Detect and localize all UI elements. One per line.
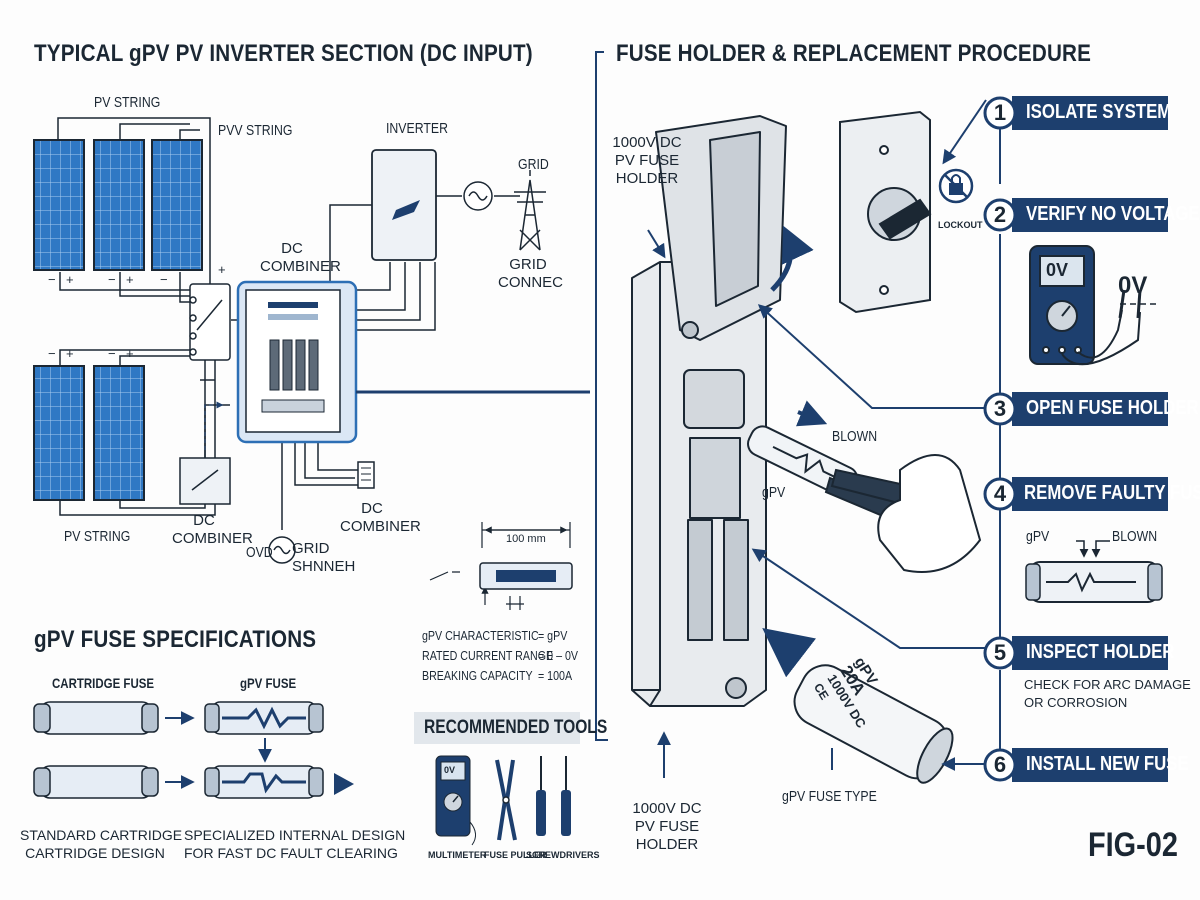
pv-string-top-label: PV STRING <box>94 94 161 111</box>
dimension-drawing <box>429 522 571 610</box>
grid-shnneh-label: GRID SHNNEH <box>292 540 356 575</box>
pv-string-top <box>33 139 203 271</box>
spec-row-1-value: = gPV <box>538 628 568 643</box>
voltmeter <box>1029 245 1142 366</box>
dc-combiner-right-icon <box>357 461 375 489</box>
polarity-plus: + <box>126 346 134 361</box>
holder-bottom-label: 1000V DC PV FUSE HOLDER <box>632 800 702 853</box>
lockout-icon <box>938 168 974 204</box>
polarity-minus: − <box>48 272 56 287</box>
dc-combiner-right-label: DC COMBINER <box>340 500 421 535</box>
holder-top-arrow <box>647 229 666 259</box>
polarity-minus: − <box>108 272 116 287</box>
dc-combiner-main <box>236 280 358 444</box>
lockout-label: LOCKOUT <box>938 220 983 230</box>
tools-multimeter-screen: 0V <box>444 765 456 775</box>
spec-arrows <box>165 711 272 789</box>
gpv-label: gPV <box>762 484 786 501</box>
dimension-length: 100 mm <box>506 533 546 545</box>
grid-label: GRID <box>518 156 549 173</box>
step-5-label: INSPECT HOLDER <box>1026 641 1175 663</box>
meter-screen: 0V <box>1046 260 1069 280</box>
lid-open-arrow <box>770 225 814 292</box>
spec-row-3-label: BREAKING CAPACITY <box>422 668 533 683</box>
specs-title: gPV FUSE SPECIFICATIONS <box>34 626 317 653</box>
polarity-plus: + <box>66 272 74 287</box>
tool-label-screwdrivers: SCREWDRIVERS <box>526 850 600 860</box>
dc-combiner-main-label: DC COMBINER <box>260 240 341 275</box>
gpv-fuse-label: gPV FUSE <box>240 675 297 691</box>
step-2-label: VERIFY NO VOLTAGE <box>1026 203 1200 225</box>
polarity-plus: + <box>126 272 134 287</box>
fuse-type-label: gPV FUSE TYPE <box>782 788 877 805</box>
step-2-number: 2 <box>993 202 1007 227</box>
step-1-label: ISOLATE SYSTEM <box>1026 101 1172 123</box>
meter-reading: 0V <box>1118 272 1148 299</box>
tools-header-bg <box>414 712 580 744</box>
fuse-holder-lid <box>655 115 787 341</box>
detail-gpv-label: gPV <box>1026 528 1050 545</box>
polarity-plus: + <box>66 346 74 361</box>
step-1-number: 1 <box>993 100 1007 125</box>
spec-row-2-label: RATED CURRENT RANGE <box>422 648 554 663</box>
polarity-minus: − <box>48 346 56 361</box>
pv-string-bottom-label: PV STRING <box>64 528 131 545</box>
grid-connec-label: GRID CONNEC <box>498 256 564 291</box>
blown-label: BLOWN <box>832 428 878 445</box>
gpv-fuse-cutaway <box>204 701 324 799</box>
dc-combiner-left-label: DC COMBINER <box>172 512 253 547</box>
pv-string-bottom <box>33 365 145 501</box>
grid-tower-icon <box>514 170 546 251</box>
tool-label-multimeter: MULTIMETER <box>428 850 487 860</box>
fuse-holder-body <box>631 261 767 707</box>
step-5-number: 5 <box>993 640 1007 665</box>
left-section-title: TYPICAL gPV PV INVERTER SECTION (DC INPU… <box>34 40 533 67</box>
isolator-switch <box>839 110 932 314</box>
spec-row-3-value: = 100A <box>538 668 573 683</box>
step-4-label: REMOVE FAULTY FUSE <box>1024 482 1200 504</box>
step-6-label: INSTALL NEW FUSE <box>1026 753 1189 775</box>
step-4-number: 4 <box>993 481 1007 506</box>
spec-row-2-value: = 0 – 0V <box>538 648 579 663</box>
step-3-number: 3 <box>993 396 1007 421</box>
fuse-puller-hand <box>824 454 982 573</box>
steps-bars <box>983 96 1168 782</box>
section-bracket <box>595 51 608 741</box>
dc-combiner-left-icon <box>179 401 231 505</box>
pvv-string-label: PVV STRING <box>218 122 293 139</box>
tool-label-fuse-puller: FUSE PULLER <box>484 850 547 860</box>
ovd-label: OVD <box>246 544 273 561</box>
inspect-note: CHECK FOR ARC DAMAGE OR CORROSION <box>1024 677 1191 710</box>
cartridge-fuse-standard <box>33 701 159 799</box>
tool-multimeter <box>435 755 476 846</box>
dimension-fuse <box>479 562 573 590</box>
string-disconnect <box>189 283 231 361</box>
ovd-source-icon <box>268 536 296 564</box>
procedure-connectors <box>751 99 1001 771</box>
blown-fuse-detail <box>1025 540 1163 603</box>
step-6-number: 6 <box>993 752 1007 777</box>
standard-cartridge-caption: STANDARD CARTRIDGE CARTRIDGE DESIGN <box>20 827 183 861</box>
inverter-label: INVERTER <box>386 120 448 137</box>
polarity-minus: − <box>160 272 168 287</box>
cartridge-fuse-label: CARTRIDGE FUSE <box>52 675 155 691</box>
tool-screwdrivers <box>536 756 571 836</box>
polarity-minus: − <box>108 346 116 361</box>
procedure-title: FUSE HOLDER & REPLACEMENT PROCEDURE <box>616 40 1092 67</box>
holder-top-label: 1000V DC PV FUSE HOLDER <box>612 134 682 187</box>
inverter-box <box>371 149 493 261</box>
tools-title: RECOMMENDED TOOLS <box>424 717 608 738</box>
spec-row-1-label: gPV CHARACTERISTIC <box>422 628 539 643</box>
tool-fuse-puller <box>495 759 517 841</box>
step-3-label: OPEN FUSE HOLDER <box>1026 397 1199 419</box>
specialized-design-caption: SPECIALIZED INTERNAL DESIGN FOR FAST DC … <box>184 827 406 861</box>
detail-blown-label: BLOWN <box>1112 528 1158 545</box>
spec-arrow-big <box>334 773 354 795</box>
figure-label: FIG-02 <box>1088 826 1178 864</box>
polarity-plus: + <box>218 262 226 277</box>
insert-arrow <box>762 628 817 678</box>
